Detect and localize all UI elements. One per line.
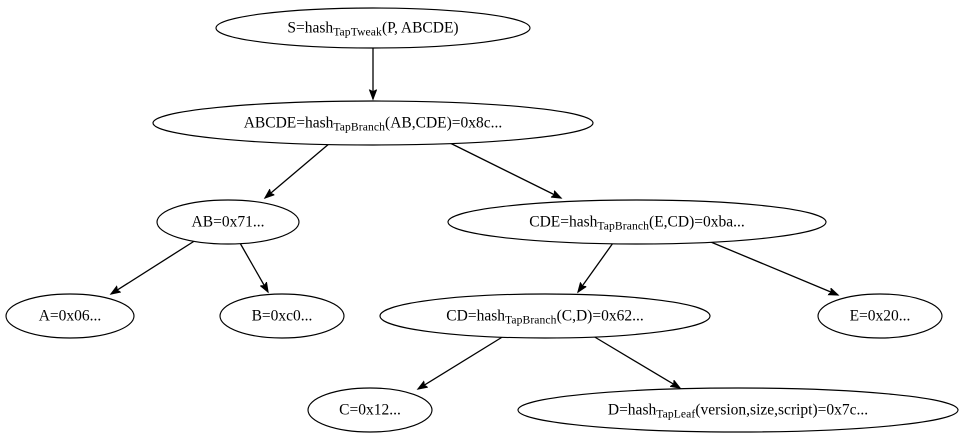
node-ellipse-d[interactable] — [517, 387, 959, 433]
edges-group — [111, 48, 838, 389]
node-ellipse-cde[interactable] — [447, 199, 827, 245]
node-ellipse-e[interactable] — [817, 293, 943, 339]
node-ellipse-s[interactable] — [215, 7, 531, 49]
node-ellipse-a[interactable] — [5, 293, 135, 339]
edge-cd-c — [418, 335, 505, 389]
edge-cde-e — [705, 239, 838, 295]
node-ellipse-abcde[interactable] — [152, 100, 594, 146]
edge-cde-cd — [578, 242, 614, 292]
edge-ab-b — [239, 242, 268, 292]
edge-abcde-ab — [265, 142, 331, 198]
node-ellipse-c[interactable] — [307, 387, 433, 433]
node-ellipse-ab[interactable] — [156, 199, 300, 245]
node-ellipse-cd[interactable] — [379, 293, 711, 339]
edge-ab-a — [111, 239, 197, 294]
edge-abcde-cde — [449, 142, 561, 198]
node-ellipse-b[interactable] — [219, 293, 345, 339]
edge-cd-d — [592, 335, 680, 388]
nodes-group — [5, 7, 959, 433]
